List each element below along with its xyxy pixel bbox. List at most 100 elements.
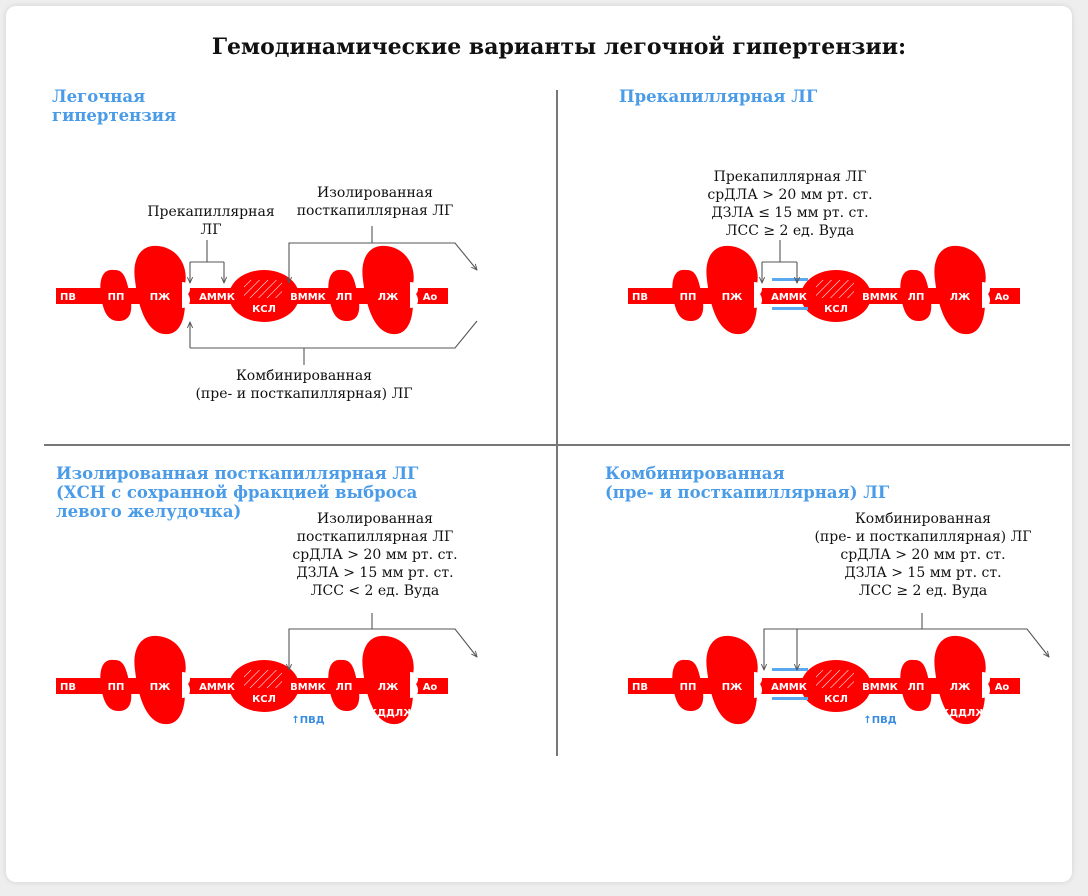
label-isolated-postcapillary: Изолированная — [317, 185, 433, 201]
organ-label-pzh: ПЖ — [722, 292, 743, 303]
label-precapillary: ЛГ — [201, 222, 222, 238]
organ-label-lp: ЛП — [336, 292, 353, 303]
postcapillary-exit — [372, 628, 477, 657]
organ-label-pzh: ПЖ — [722, 682, 743, 693]
quadrant-title-isolated-postcapillary: Изолированная посткапиллярная ЛГ (ХСН с … — [56, 464, 418, 521]
marker-pvd: ↑ПВД — [291, 715, 324, 726]
organ-label-lzh: ЛЖ — [950, 292, 971, 303]
postcapillary-exit — [372, 242, 477, 270]
capillary-hatch — [816, 670, 854, 688]
organ-label-ammk: АММК — [199, 682, 236, 693]
organ-label-ammk: АММК — [771, 292, 808, 303]
title-line: Комбинированная — [605, 464, 785, 483]
organ-label-lp: ЛП — [908, 292, 925, 303]
organ-label-ksl: КСЛ — [824, 304, 848, 315]
valve-notch — [182, 282, 190, 308]
divider-horizontal — [44, 444, 1070, 446]
organ-label-vmmk: ВММК — [290, 292, 327, 303]
criteria-precapillary: ДЗЛА ≤ 15 мм рт. ст. — [711, 205, 868, 221]
heart-scheme: ПВ ПП ПЖ АММК КСЛ ВММК ЛП ЛЖ Ао — [628, 245, 1020, 335]
organ-label-lp: ЛП — [336, 682, 353, 693]
pressure-brackets — [190, 226, 1049, 670]
combined-exit — [922, 628, 1049, 657]
organ-label-pp: ПП — [108, 292, 125, 303]
organ-label-pv: ПВ — [632, 292, 648, 303]
criteria-isolated-postcapillary: ДЗЛА > 15 мм рт. ст. — [296, 565, 453, 581]
title-line: левого желудочка) — [56, 502, 242, 521]
criteria-precapillary: Прекапиллярная ЛГ — [714, 169, 867, 185]
title-line: Изолированная посткапиллярная ЛГ — [56, 464, 419, 483]
divider-vertical — [556, 90, 558, 756]
title-line: (пре- и посткапиллярная) ЛГ — [605, 483, 890, 502]
right-ventricle-shape — [706, 245, 758, 335]
organ-label-pp: ПП — [680, 682, 697, 693]
organ-label-pp: ПП — [680, 292, 697, 303]
label-combined: (пре- и посткапиллярная) ЛГ — [195, 386, 412, 402]
right-atrium-shape — [672, 269, 704, 322]
left-atrium-shape — [900, 269, 932, 322]
criteria-isolated-postcapillary: Изолированная — [317, 511, 433, 527]
organ-label-pv: ПВ — [60, 682, 76, 693]
postcapillary-arrow — [289, 613, 373, 670]
left-atrium-shape — [328, 659, 360, 712]
left-atrium-shape — [328, 269, 360, 322]
organ-label-pzh: ПЖ — [150, 292, 171, 303]
page-title: Гемодинамические варианты легочной гипер… — [211, 34, 907, 60]
left-atrium-shape — [900, 659, 932, 712]
organ-label-ao: Ао — [995, 292, 1010, 303]
precapillary-highlight-top — [772, 668, 808, 671]
capillary-hatch — [816, 280, 854, 298]
valve-notch — [754, 282, 762, 308]
title-line: гипертензия — [52, 106, 177, 125]
label-combined: Комбинированная — [236, 368, 372, 384]
combined-arrow-pre — [764, 613, 923, 670]
criteria-combined: ЛСС ≥ 2 ед. Вуда — [859, 583, 987, 599]
label-isolated-postcapillary: посткапиллярная ЛГ — [297, 203, 454, 219]
organ-label-vmmk: ВММК — [862, 292, 899, 303]
precapillary-highlight-bottom — [772, 307, 808, 310]
criteria-combined: ДЗЛА > 15 мм рт. ст. — [844, 565, 1001, 581]
left-ventricle-shape — [934, 635, 986, 725]
marker-kddlzh: ↑КДДЛЖ — [933, 708, 989, 719]
valve-notch — [982, 282, 990, 308]
organ-label-vmmk: ВММК — [862, 682, 899, 693]
precapillary-highlight-bottom — [772, 697, 808, 700]
right-atrium-shape — [100, 659, 132, 712]
marker-kddlzh: ↑КДДЛЖ — [361, 708, 417, 719]
right-ventricle-shape — [706, 635, 758, 725]
valve-notch — [410, 672, 418, 698]
organ-label-ksl: КСЛ — [252, 694, 276, 705]
valve-notch — [754, 672, 762, 698]
organ-label-ammk: АММК — [199, 292, 236, 303]
combined-bracket — [190, 320, 478, 349]
left-ventricle-shape — [362, 635, 414, 725]
criteria-combined: Комбинированная — [855, 511, 991, 527]
marker-pvd: ↑ПВД — [863, 715, 896, 726]
quadrant-title-combined: Комбинированная (пре- и посткапиллярная)… — [605, 464, 889, 502]
organ-label-pzh: ПЖ — [150, 682, 171, 693]
capillary-hatch — [244, 670, 282, 688]
title-line: (ХСН с сохранной фракцией выброса — [56, 483, 418, 502]
criteria-precapillary: ЛСС ≥ 2 ед. Вуда — [726, 223, 854, 239]
right-ventricle-shape — [134, 635, 186, 725]
organ-label-pv: ПВ — [60, 292, 76, 303]
organ-label-ao: Ао — [995, 682, 1010, 693]
organ-label-ksl: КСЛ — [252, 304, 276, 315]
quadrant-title-pulmonary-hypertension: Легочная гипертензия — [52, 87, 176, 125]
organ-label-pv: ПВ — [632, 682, 648, 693]
precapillary-highlight-top — [772, 278, 808, 281]
left-ventricle-shape — [362, 245, 414, 335]
organ-label-vmmk: ВММК — [290, 682, 327, 693]
organ-label-ammk: АММК — [771, 682, 808, 693]
right-ventricle-shape — [134, 245, 186, 335]
criteria-combined: (пре- и посткапиллярная) ЛГ — [814, 529, 1031, 545]
criteria-isolated-postcapillary: срДЛА > 20 мм рт. ст. — [292, 547, 457, 563]
valve-notch — [182, 672, 190, 698]
criteria-isolated-postcapillary: ЛСС < 2 ед. Вуда — [311, 583, 439, 599]
organ-label-ksl: КСЛ — [824, 694, 848, 705]
right-atrium-shape — [100, 269, 132, 322]
